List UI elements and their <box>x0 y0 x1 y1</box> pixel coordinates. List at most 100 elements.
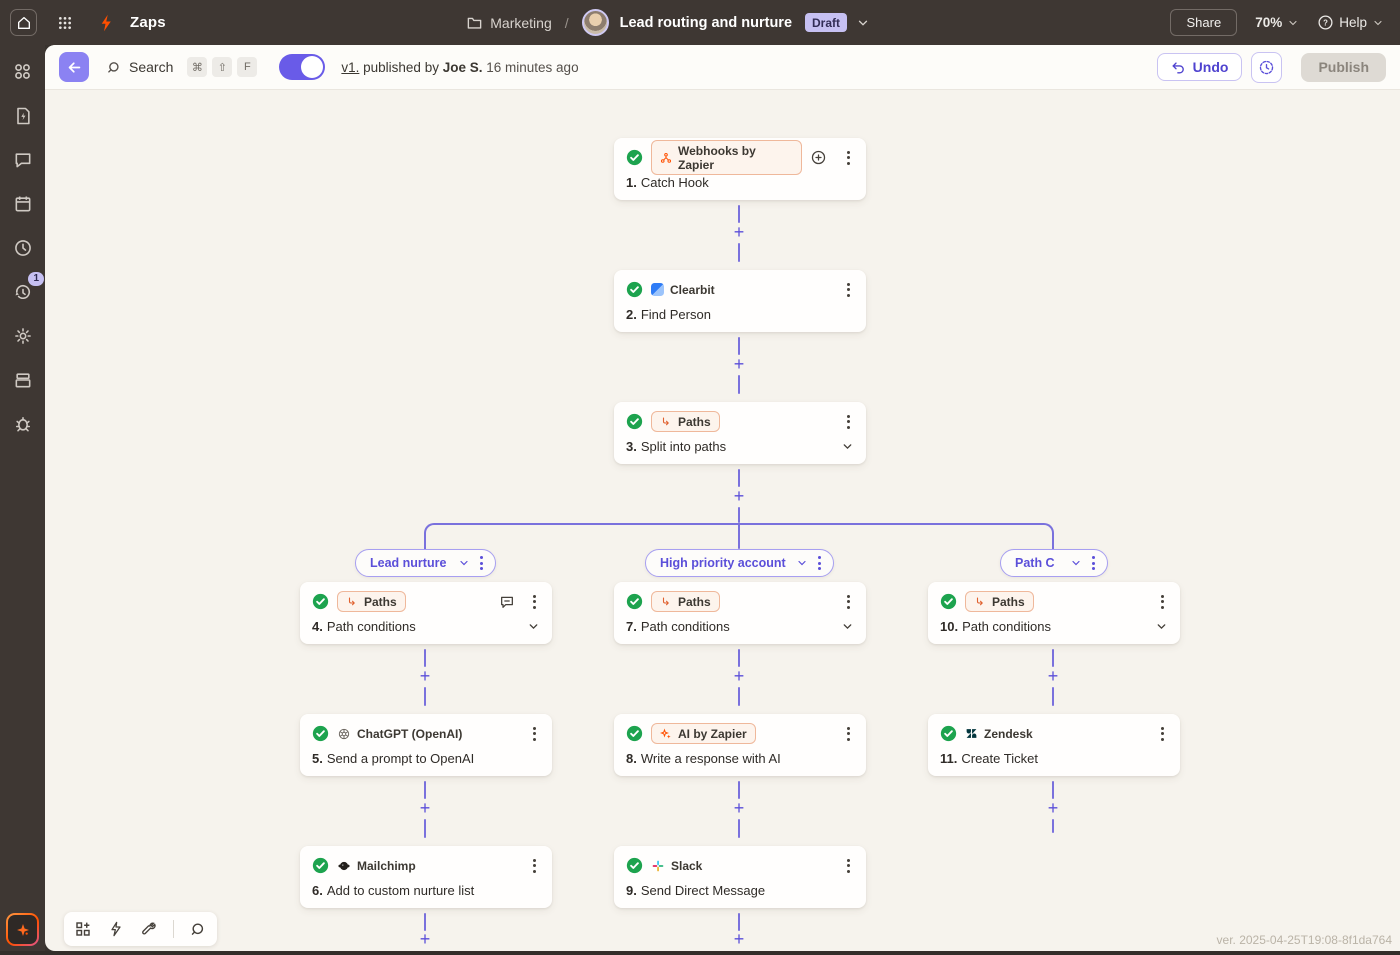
workflow-canvas[interactable]: + + + + + + + + + + + <box>45 90 1400 951</box>
expand-chevron-icon[interactable] <box>1155 620 1168 633</box>
app-badge: Zendesk <box>965 727 1033 741</box>
step-menu-icon[interactable] <box>1157 725 1168 743</box>
connector-line <box>738 337 740 355</box>
version-link[interactable]: v1. <box>341 59 360 75</box>
zap-title[interactable]: Lead routing and nurture <box>619 14 793 31</box>
step-menu-icon[interactable] <box>529 725 540 743</box>
path-chevron-down-icon[interactable] <box>1070 557 1082 569</box>
path-label-lead-nurture[interactable]: Lead nurture <box>355 549 496 577</box>
step-menu-icon[interactable] <box>843 725 854 743</box>
status-badge: Draft <box>805 13 848 32</box>
undo-icon <box>1171 60 1186 75</box>
home-button[interactable] <box>10 9 37 36</box>
app-badge: Paths <box>337 591 406 612</box>
step-card-4[interactable]: Paths 4.Path conditions <box>300 582 552 644</box>
step-card-7[interactable]: Paths 7.Path conditions <box>614 582 866 644</box>
add-step-button[interactable]: + <box>733 666 745 686</box>
zendesk-icon <box>965 727 978 740</box>
zap-on-off-toggle[interactable] <box>279 54 326 80</box>
editor-toolbar: Search ⌘ ⇧ F v1. published by Joe S. 16 … <box>45 45 1400 90</box>
sidebar-item-debug[interactable] <box>9 410 36 437</box>
step-menu-icon[interactable] <box>529 593 540 611</box>
sidebar-item-settings[interactable] <box>9 322 36 349</box>
sidebar-item-calendar[interactable] <box>9 190 36 217</box>
zoom-control[interactable]: 70% <box>1255 15 1299 30</box>
expand-chevron-icon[interactable] <box>841 440 854 453</box>
path-chevron-down-icon[interactable] <box>458 557 470 569</box>
version-history-button[interactable] <box>1251 51 1283 83</box>
add-step-button[interactable]: + <box>733 222 745 242</box>
step-menu-icon[interactable] <box>843 413 854 431</box>
success-check-icon <box>626 725 643 742</box>
connector-line <box>424 913 426 931</box>
step-card-10[interactable]: Paths 10.Path conditions <box>928 582 1180 644</box>
paths-icon <box>660 416 672 428</box>
help-menu[interactable]: ? Help <box>1317 14 1384 31</box>
step-menu-icon[interactable] <box>1157 593 1168 611</box>
step-card-9[interactable]: Slack 9.Send Direct Message <box>614 846 866 908</box>
sidebar-item-zap-templates[interactable] <box>9 102 36 129</box>
step-card-5[interactable]: ChatGPT (OpenAI) 5.Send a prompt to Open… <box>300 714 552 776</box>
grid-view-icon[interactable] <box>74 920 92 938</box>
arrow-left-icon <box>66 59 83 76</box>
title-chevron-down-icon[interactable] <box>856 16 870 30</box>
path-menu-icon[interactable] <box>816 556 823 570</box>
add-step-button[interactable]: + <box>733 486 745 506</box>
notification-badge: 1 <box>28 272 44 286</box>
add-step-button[interactable]: + <box>419 929 431 949</box>
undo-button[interactable]: Undo <box>1156 53 1243 81</box>
step-menu-icon[interactable] <box>529 857 540 875</box>
breadcrumb-folder[interactable]: Marketing <box>466 15 552 31</box>
add-step-button[interactable]: + <box>733 929 745 949</box>
search-control[interactable]: Search <box>107 59 173 75</box>
path-menu-icon[interactable] <box>478 556 485 570</box>
back-button[interactable] <box>59 52 89 82</box>
ai-copilot-button[interactable] <box>6 913 39 946</box>
sidebar-item-apps[interactable] <box>9 58 36 85</box>
wrench-tool-icon[interactable] <box>140 921 157 938</box>
help-icon: ? <box>1317 14 1334 31</box>
success-check-icon <box>626 281 643 298</box>
app-badge: Paths <box>965 591 1034 612</box>
share-button[interactable]: Share <box>1170 9 1238 36</box>
avatar[interactable] <box>581 9 609 36</box>
insert-step-icon[interactable] <box>810 149 827 166</box>
step-card-3[interactable]: Paths 3.Split into paths <box>614 402 866 464</box>
path-menu-icon[interactable] <box>1090 556 1097 570</box>
sidebar-item-history[interactable] <box>9 234 36 261</box>
step-card-11[interactable]: Zendesk 11.Create Ticket <box>928 714 1180 776</box>
add-step-button[interactable]: + <box>419 798 431 818</box>
expand-chevron-icon[interactable] <box>841 620 854 633</box>
paths-icon <box>974 596 986 608</box>
path-chevron-down-icon[interactable] <box>796 557 808 569</box>
app-badge: Paths <box>651 591 720 612</box>
sidebar-item-versions[interactable]: 1 <box>9 272 44 305</box>
add-step-button[interactable]: + <box>1047 666 1059 686</box>
openai-icon <box>337 727 351 741</box>
publish-button[interactable]: Publish <box>1301 52 1386 82</box>
add-step-button[interactable]: + <box>1047 798 1059 818</box>
add-step-button[interactable]: + <box>733 798 745 818</box>
help-chevron-down-icon <box>1372 17 1384 29</box>
sidebar-item-messages[interactable] <box>9 146 36 173</box>
step-card-1[interactable]: Webhooks by Zapier 1.Catch Hook <box>614 138 866 200</box>
step-card-6[interactable]: Mailchimp 6.Add to custom nurture list <box>300 846 552 908</box>
search-icon <box>107 60 122 75</box>
add-step-button[interactable]: + <box>733 354 745 374</box>
step-card-2[interactable]: Clearbit 2.Find Person <box>614 270 866 332</box>
path-label-path-c[interactable]: Path C <box>1000 549 1108 577</box>
step-menu-icon[interactable] <box>843 149 854 167</box>
step-menu-icon[interactable] <box>843 593 854 611</box>
bolt-tool-icon[interactable] <box>108 921 124 937</box>
app-launcher-button[interactable] <box>51 9 78 36</box>
expand-chevron-icon[interactable] <box>527 620 540 633</box>
add-step-button[interactable]: + <box>419 666 431 686</box>
sidebar-item-storage[interactable] <box>9 366 36 393</box>
step-menu-icon[interactable] <box>843 281 854 299</box>
comment-icon[interactable] <box>499 594 515 610</box>
path-label-high-priority[interactable]: High priority account <box>645 549 834 577</box>
step-menu-icon[interactable] <box>843 857 854 875</box>
zoom-chevron-down-icon <box>1287 17 1299 29</box>
magnifier-tool-icon[interactable] <box>190 921 207 938</box>
step-card-8[interactable]: AI by Zapier 8.Write a response with AI <box>614 714 866 776</box>
